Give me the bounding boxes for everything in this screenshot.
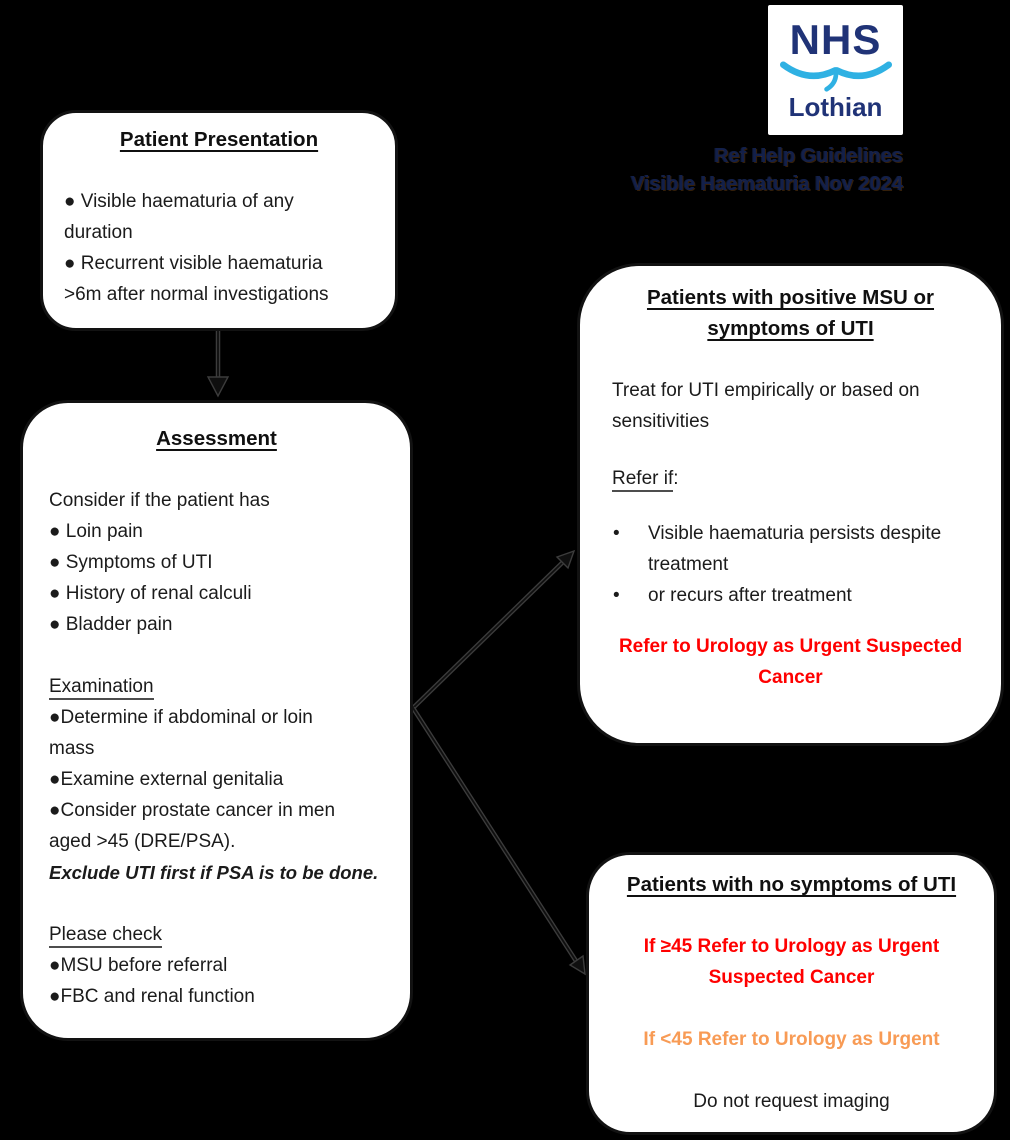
- spacer: [589, 1055, 994, 1086]
- text-line: treatment: [648, 554, 729, 575]
- arrow-assessment-to-msu: [411, 549, 576, 710]
- text-line: Please check: [23, 919, 410, 950]
- text-line: Refer to Urology as Urgent Suspected: [618, 636, 963, 657]
- text-line: ●Examine external genitalia: [49, 769, 284, 790]
- text-line: ● Recurrent visible haematuria: [64, 253, 323, 274]
- text-line: ● Bladder pain: [49, 614, 173, 635]
- text-line: ● Loin pain: [49, 521, 143, 542]
- bullet-icon: •: [613, 523, 620, 544]
- bullet-icon: •: [613, 585, 620, 606]
- nhs-swoosh-icon: [779, 61, 892, 92]
- text-line: aged >45 (DRE/PSA).: [49, 831, 236, 852]
- text-line: Treat for UTI empirically or based on: [612, 380, 920, 401]
- text-line: Suspected Cancer: [708, 967, 875, 988]
- spacer: [580, 494, 1001, 518]
- text-line: •or recurs after treatment: [580, 580, 1001, 611]
- spacer: [589, 900, 994, 931]
- positive-msu-content: Treat for UTI empirically or based on sen…: [580, 344, 1001, 693]
- patient-presentation-box: Patient Presentation ● Visible haematuri…: [40, 110, 398, 331]
- text-line: ●Consider prostate cancer in men: [49, 800, 336, 821]
- text-line: ● History of renal calculi: [49, 583, 252, 604]
- assessment-box: Assessment Consider if the patient has ● …: [20, 400, 413, 1041]
- guideline-caption: Ref Help Guidelines Visible Haematuria N…: [560, 142, 903, 198]
- assessment-title: Assessment: [156, 427, 277, 450]
- text-line: >6m after normal investigations: [64, 284, 329, 305]
- spacer: [589, 993, 994, 1024]
- positive-msu-box: Patients with positive MSU or symptoms o…: [577, 263, 1004, 746]
- text-line: ●FBC and renal function: [49, 986, 255, 1007]
- logo-nhs-text: NHS: [789, 16, 882, 63]
- patient-presentation-title: Patient Presentation: [119, 128, 319, 151]
- text-line: ● Symptoms of UTI: [49, 552, 213, 573]
- text-line: •Visible haematuria persists despite: [580, 518, 1001, 549]
- spacer: [23, 454, 410, 485]
- no-symptoms-title: Patients with no symptoms of UTI: [626, 873, 957, 896]
- patient-presentation-content: ● Visible haematuria of any duration ● Rec…: [43, 155, 395, 310]
- text-line: Consider if the patient has: [49, 490, 270, 511]
- spacer: [580, 611, 1001, 631]
- text-line: ●MSU before referral: [49, 955, 228, 976]
- text-line: Examination: [23, 671, 410, 702]
- spacer: [43, 155, 395, 186]
- no-symptoms-box: Patients with no symptoms of UTI If ≥45 …: [586, 852, 997, 1135]
- text-line: Cancer: [758, 667, 823, 688]
- caption-title: Ref Help Guidelines: [714, 145, 903, 167]
- spacer: [23, 888, 410, 919]
- text-line: If <45 Refer to Urology as Urgent: [643, 1029, 940, 1050]
- arrow-presentation-to-assessment: [206, 331, 230, 398]
- text-line: Refer if:: [580, 463, 1001, 494]
- arrow-assessment-to-nosymptoms: [411, 706, 586, 976]
- caption-subtitle: Visible Haematuria Nov 2024: [631, 173, 903, 195]
- text-line: duration: [64, 222, 133, 243]
- spacer: [580, 437, 1001, 463]
- text-line: Exclude UTI first if PSA is to be done.: [49, 862, 379, 883]
- nhs-lothian-logo: NHS Lothian: [768, 5, 903, 135]
- text-line: Do not request imaging: [693, 1091, 890, 1112]
- spacer: [23, 640, 410, 671]
- assessment-content: Consider if the patient has ● Loin pain ● …: [23, 454, 410, 1012]
- logo-lothian-text: Lothian: [788, 92, 883, 122]
- text-line: ● Visible haematuria of any: [64, 191, 294, 212]
- spacer: [580, 344, 1001, 375]
- positive-msu-title-line2: symptoms of UTI: [707, 317, 874, 340]
- text-line: sensitivities: [612, 411, 710, 432]
- text-line: If ≥45 Refer to Urology as Urgent: [643, 936, 940, 957]
- text-line: ●Determine if abdominal or loin: [49, 707, 313, 728]
- positive-msu-title-line1: Patients with positive MSU or: [646, 286, 935, 309]
- text-line: mass: [49, 738, 95, 759]
